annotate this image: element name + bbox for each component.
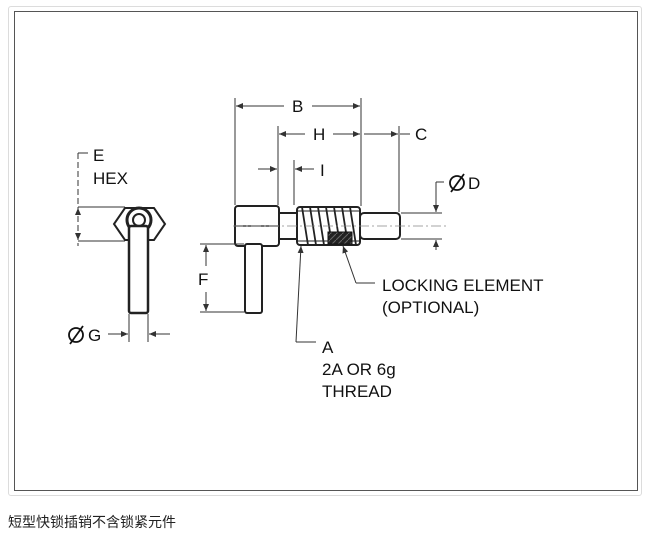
- label-f: F: [198, 270, 208, 289]
- label-thread: THREAD: [322, 382, 392, 401]
- locking-element-leader: [342, 245, 375, 284]
- image-caption: 短型快锁插销不含锁紧元件: [8, 515, 176, 531]
- label-a: A: [322, 338, 334, 357]
- label-d: D: [468, 174, 480, 193]
- thread-leader: [295, 245, 316, 343]
- drawing-border: [14, 11, 638, 491]
- diameter-symbol-icon: [68, 325, 84, 345]
- plunger-side-view: [234, 205, 401, 314]
- f-dimension: [200, 243, 244, 313]
- d-diameter-dimension: [401, 181, 444, 250]
- label-g: G: [88, 326, 101, 345]
- h-c-dimension: [277, 126, 410, 212]
- diameter-symbol-icon: [449, 173, 465, 193]
- label-h: H: [313, 125, 325, 144]
- e-hex-dimension: [75, 152, 125, 246]
- label-c: C: [415, 125, 427, 144]
- b-dimension: [234, 98, 362, 206]
- locking-element: [327, 231, 353, 245]
- g-diameter-dimension: [108, 314, 170, 342]
- label-locking-element: LOCKING ELEMENT: [382, 276, 544, 295]
- hex-end-view: [112, 206, 167, 315]
- label-hex: HEX: [93, 169, 128, 188]
- label-b: B: [292, 97, 303, 116]
- label-i: I: [320, 161, 325, 180]
- label-optional: (OPTIONAL): [382, 298, 479, 317]
- label-thread-spec: 2A OR 6g: [322, 360, 396, 379]
- i-dimension: [258, 160, 314, 205]
- label-e: E: [93, 146, 104, 165]
